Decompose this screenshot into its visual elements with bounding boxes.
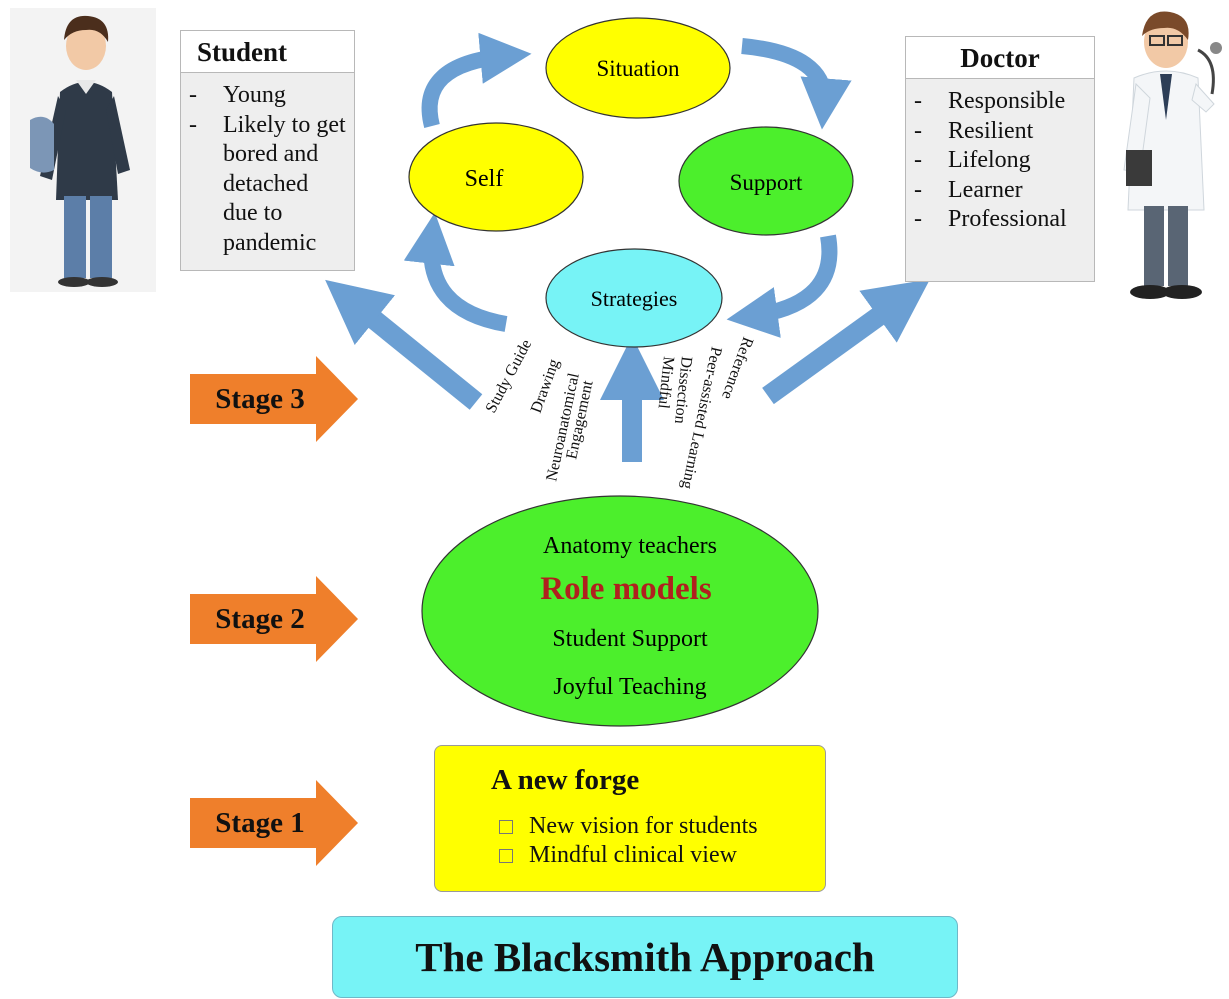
cycle-arrows	[403, 32, 852, 338]
situation-label: Situation	[596, 56, 680, 81]
doctor-points: -Responsible -Resilient -Lifelong -Learn…	[906, 87, 1094, 235]
forge-title: A new forge	[491, 764, 640, 796]
doctor-point: -Responsible	[914, 88, 1066, 114]
outcome-arrows	[325, 279, 930, 462]
self-label: Self	[465, 166, 504, 192]
role-models-headline: Role models	[540, 571, 712, 607]
strategy-dissection: Dissection	[671, 356, 695, 425]
stage-3-arrow: Stage 3	[190, 356, 360, 442]
arrow-support-to-strategies	[726, 234, 838, 338]
forge-box: A new forge New vision for students Mind…	[434, 745, 826, 892]
arrow-strategies-to-self	[403, 212, 508, 332]
stage-2-label: Stage 2	[215, 603, 305, 635]
doctor-point: -Professional	[914, 206, 1067, 232]
student-point: -Likely to get bored and detached due to…	[189, 111, 346, 256]
strategy-reference: Reference	[718, 335, 756, 402]
student-box: Student -Young -Likely to get bored and …	[180, 30, 355, 271]
student-illustration	[10, 8, 156, 292]
stage-3-label: Stage 3	[215, 383, 305, 415]
forge-item: New vision for students	[499, 812, 758, 841]
stage-1-label: Stage 1	[215, 807, 305, 839]
checkbox-icon	[499, 848, 513, 863]
stage-2-arrow: Stage 2	[190, 576, 360, 662]
arrow-to-student	[325, 279, 483, 410]
support-node: Support	[678, 126, 854, 236]
arrow-self-to-situation	[421, 32, 532, 128]
arrow-to-doctor	[762, 279, 930, 405]
strategy-study-guide: Study Guide	[483, 337, 536, 416]
checkbox-icon	[499, 819, 513, 834]
role-models-node: Anatomy teachers Role models Student Sup…	[421, 495, 819, 727]
role-line-student-support: Student Support	[552, 626, 708, 652]
support-label: Support	[730, 170, 803, 195]
role-line-anatomy-teachers: Anatomy teachers	[543, 533, 717, 559]
doctor-title: Doctor	[906, 37, 1094, 79]
stage-1-arrow: Stage 1	[190, 780, 360, 866]
doctor-point: -Learner	[914, 176, 1023, 203]
strategy-drawing: Drawing	[528, 357, 563, 415]
strategy-mindful: Mindful	[654, 356, 676, 410]
doctor-point: -Resilient	[914, 117, 1034, 144]
arrow-situation-to-support	[741, 38, 852, 130]
doctor-illustration	[1123, 11, 1222, 299]
role-line-joyful-teaching: Joyful Teaching	[553, 674, 706, 700]
strategies-label: Strategies	[591, 286, 678, 311]
forge-items: New vision for students Mindful clinical…	[499, 812, 758, 870]
situation-node: Situation	[545, 17, 731, 119]
student-point: -Young	[189, 82, 286, 108]
student-points: -Young -Likely to get bored and detached…	[181, 81, 354, 258]
self-node: Self	[408, 122, 584, 232]
doctor-box: Doctor -Responsible -Resilient -Lifelong…	[905, 36, 1095, 282]
approach-title: The Blacksmith Approach	[332, 916, 958, 998]
doctor-point: -Lifelong	[914, 147, 1031, 173]
forge-item: Mindful clinical view	[499, 841, 758, 870]
strategy-labels: Study Guide Drawing Neuroanatomical Enga…	[483, 335, 757, 491]
student-title: Student	[181, 31, 354, 73]
strategies-node: Strategies	[545, 248, 723, 348]
